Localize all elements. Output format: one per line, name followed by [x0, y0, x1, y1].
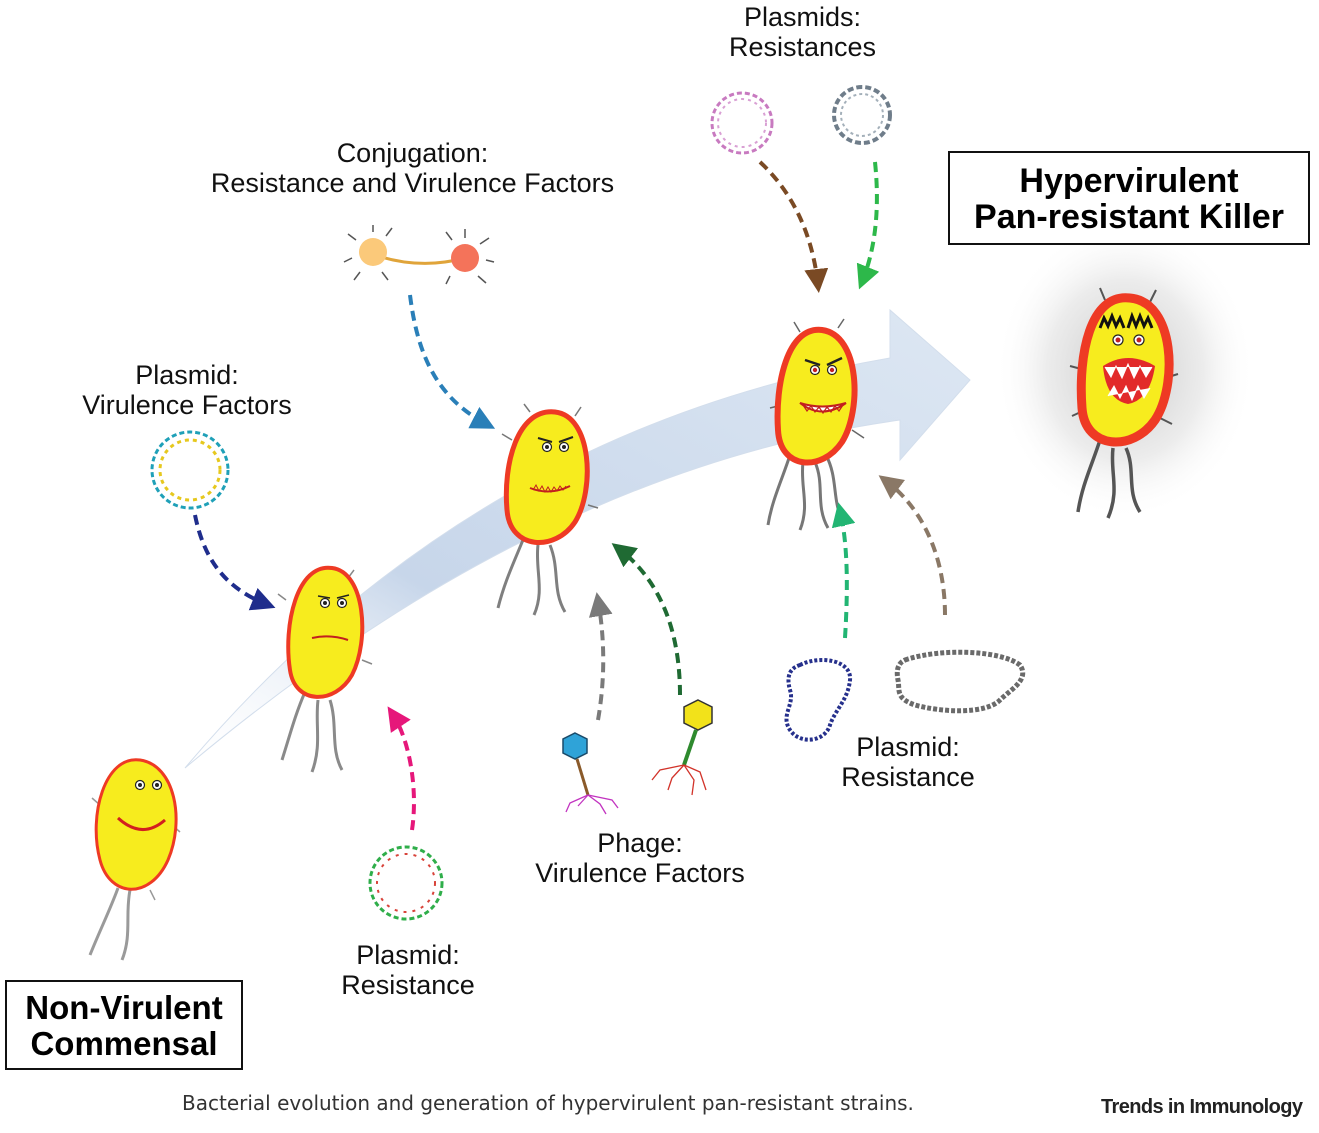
arrow-phage-blue [588, 592, 613, 721]
stage-box-start: Non-Virulent Commensal [5, 980, 243, 1070]
plasmid-virulence-icon [150, 430, 230, 510]
phage-blue-icon [562, 732, 619, 815]
arrow-conjugation [408, 294, 496, 429]
stage-box-end: Hypervirulent Pan-resistant Killer [948, 151, 1310, 245]
bacterium-commensal [88, 758, 181, 961]
arrow-plasmid-pink [758, 160, 829, 293]
label-plasmids-resistances: Plasmids: Resistances [728, 2, 877, 62]
plasmid-navy-loop-icon [784, 658, 852, 742]
bacterium-stage-3 [496, 403, 599, 616]
plasmid-pink-icon [710, 91, 774, 155]
conjugation-icon [343, 225, 495, 285]
phage-yellow-icon [651, 699, 713, 796]
arrow-plasmid-navy-loop [831, 502, 856, 639]
journal-logo: Trends in Immunology [1101, 1096, 1303, 1118]
plasmid-grey-loop-icon [894, 649, 1025, 714]
label-phage-virulence: Phage: Virulence Factors [535, 828, 745, 888]
arrow-plasmid-resistance-bottom [387, 706, 416, 831]
evolution-arrow [184, 308, 971, 769]
label-plasmid-virulence: Plasmid: Virulence Factors [82, 360, 292, 420]
plasmid-grey-icon [832, 85, 892, 145]
label-conjugation: Conjugation: Resistance and Virulence Fa… [210, 138, 615, 198]
figure-caption: Bacterial evolution and generation of hy… [182, 1091, 914, 1115]
label-plasmid-resistance-bottom: Plasmid: Resistance [341, 940, 475, 1000]
bacterium-stage-2 [277, 565, 373, 773]
plasmid-resistance-bottom-icon [368, 845, 444, 921]
bacterium-stage-4 [766, 318, 865, 531]
arrow-plasmid-grey [856, 161, 880, 290]
arrow-plasmid-virulence [193, 514, 276, 611]
arrow-plasmid-grey-loop [878, 475, 947, 616]
arrow-phage-yellow [611, 543, 682, 696]
bacterium-killer [1069, 287, 1179, 519]
label-plasmid-resistance-right: Plasmid: Resistance [841, 732, 975, 792]
